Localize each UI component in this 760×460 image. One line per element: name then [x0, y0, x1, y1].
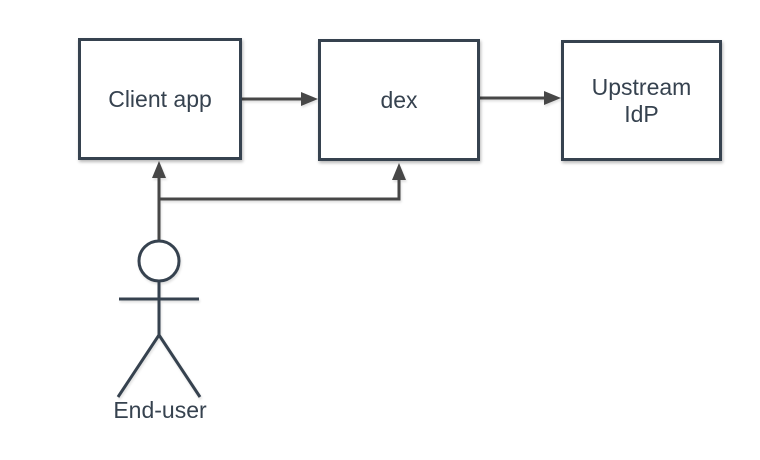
arrowhead-right-icon: [301, 92, 318, 106]
edge-dex-to-upstream-idp: [480, 91, 561, 105]
arrowhead-right-icon: [544, 91, 561, 105]
node-dex: dex: [318, 39, 480, 161]
actor-head: [137, 239, 181, 283]
end-user-label: End-user: [113, 397, 207, 423]
node-upstream-idp-label: Upstream IdP: [591, 73, 692, 127]
node-dex-label: dex: [380, 86, 418, 113]
node-client-app: Client app: [78, 38, 242, 160]
arrowhead-up-icon: [392, 163, 406, 180]
edge-end-user-to-client-app: [152, 161, 166, 240]
end-user-actor-icon: [116, 239, 202, 398]
edge-client-app-to-dex: [242, 92, 318, 106]
actor-legs: [116, 332, 202, 398]
arrowhead-up-icon: [152, 161, 166, 178]
node-upstream-idp: Upstream IdP: [561, 40, 722, 161]
edge-end-user-to-dex: [159, 163, 406, 201]
node-client-app-label: Client app: [108, 85, 212, 112]
